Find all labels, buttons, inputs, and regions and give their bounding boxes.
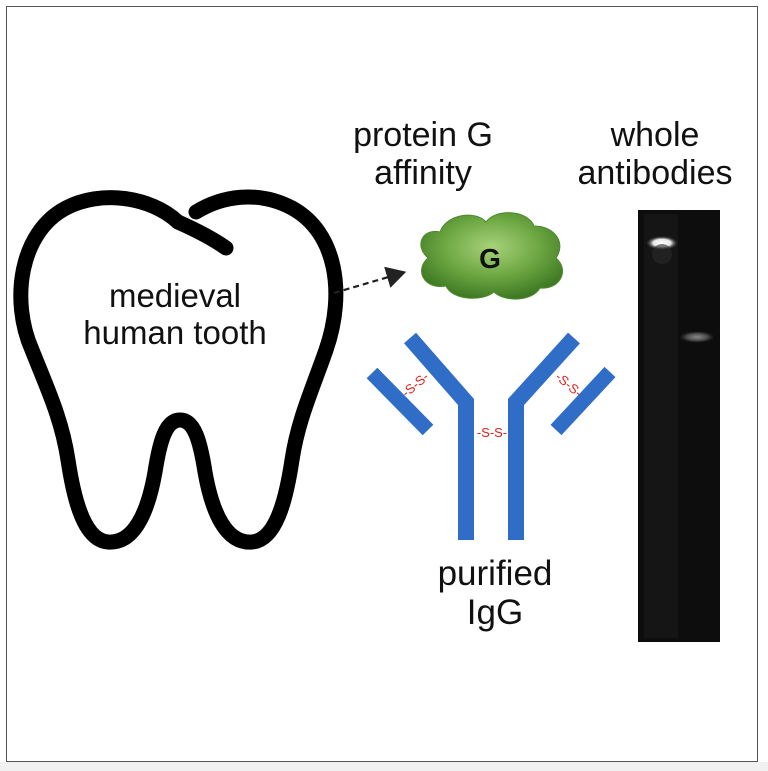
light-chain-right [550,366,616,436]
dashed-arrow [333,266,407,295]
gel-band-lower [679,331,715,343]
tooth-icon [13,189,344,550]
bead-letter: G [479,243,501,274]
gel-label-line1: whole [610,116,700,154]
tooth-label-line1: medieval [108,277,242,314]
gel-lane-shade [644,214,678,638]
gel-label: whole antibodies [545,116,765,192]
protein-g-bead-icon: G [420,212,563,300]
bottom-strip [0,762,768,771]
igg-antibody-icon: -S-S- -S-S- -S-S- [366,332,616,540]
gel-image [638,210,720,642]
protein-g-label-line2: affinity [374,154,472,193]
igg-label-line1: purified [437,554,553,593]
disulfide-bond-left: -S-S- [399,369,432,400]
heavy-chain-left [403,332,474,540]
igg-label: purified IgG [390,554,600,632]
protein-g-label-line1: protein G [353,116,493,154]
tooth-outline [13,189,344,550]
gel-band-smear [652,244,672,264]
gel-label-line2: antibodies [577,154,733,193]
heavy-chain-right [508,332,580,540]
protein-g-label: protein G affinity [318,116,528,192]
tooth-cusp-notch [170,214,234,256]
disulfide-bond-hinge: -S-S- [477,425,507,440]
igg-label-line2: IgG [466,593,524,633]
bead-cloud [420,212,563,300]
tooth-label: medieval human tooth [40,277,310,352]
gel-band-whole-antibody [646,236,678,250]
tooth-label-line2: human tooth [83,313,267,351]
light-chain-left [366,367,434,436]
